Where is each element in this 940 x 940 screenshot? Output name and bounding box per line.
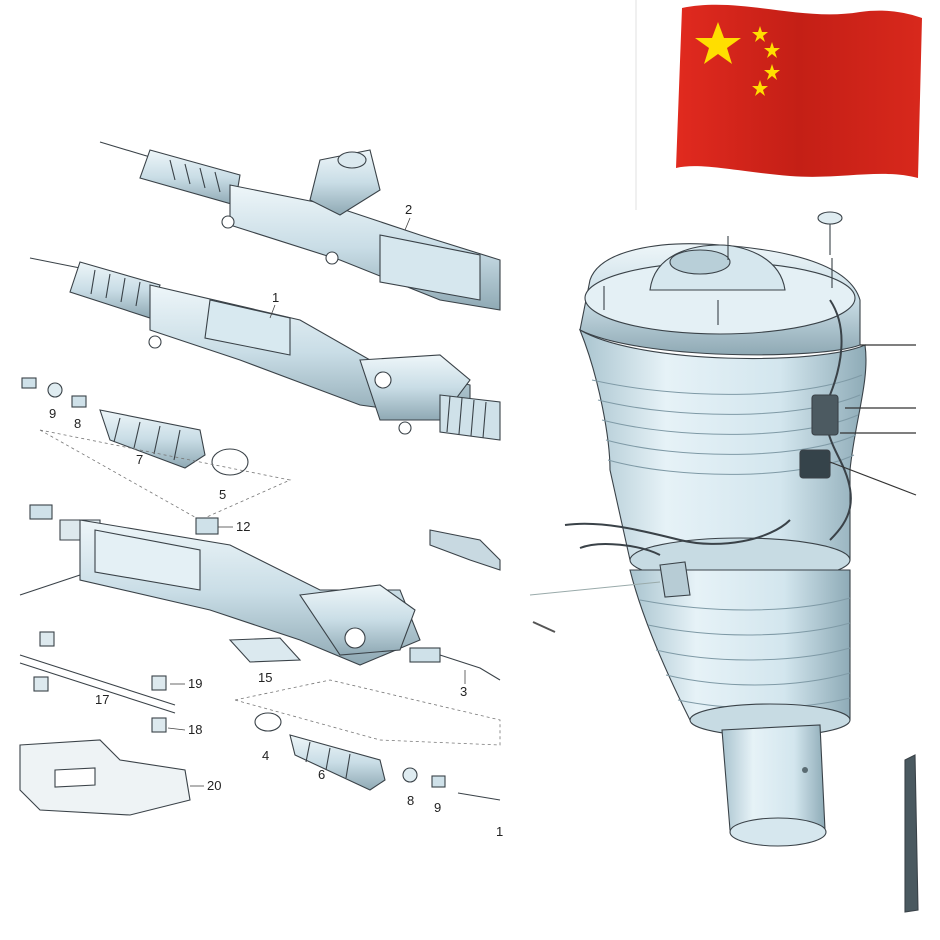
callout-9-upper: 9 — [49, 406, 56, 421]
callout-6: 6 — [318, 767, 325, 782]
callout-15: 15 — [258, 670, 272, 685]
big-star-icon — [695, 22, 741, 64]
callout-2: 2 — [405, 202, 412, 217]
callout-8-upper: 8 — [74, 416, 81, 431]
callout-17: 17 — [95, 692, 109, 707]
steering-rack-upper — [99, 141, 501, 311]
callout-19: 19 — [188, 676, 202, 691]
callout-8-lower: 8 — [407, 793, 414, 808]
callout-1: 1 — [272, 290, 279, 305]
small-star-icon — [764, 64, 780, 80]
callout-20: 20 — [207, 778, 221, 793]
callout-18: 18 — [188, 722, 202, 737]
small-star-icon — [752, 80, 768, 96]
callout-labels: 2 1 9 8 7 5 12 19 17 18 15 3 4 6 20 8 9 … — [49, 202, 503, 839]
small-parts-upper — [21, 377, 292, 521]
china-flag — [635, 0, 922, 210]
callout-7: 7 — [136, 452, 143, 467]
callout-5: 5 — [219, 487, 226, 502]
callout-4: 4 — [262, 748, 269, 763]
flag-stars — [695, 22, 780, 96]
callout-3: 3 — [460, 684, 467, 699]
small-star-icon — [764, 42, 780, 58]
callout-9-lower: 9 — [434, 800, 441, 815]
callout-1-lower: 1 — [496, 824, 503, 839]
bracket-parts — [19, 631, 501, 816]
flag-field — [676, 4, 922, 179]
steering-rack-diagram: 2 1 9 8 7 5 12 19 17 18 15 3 4 6 20 8 9 … — [19, 141, 503, 839]
steering-rack-lower — [29, 257, 501, 441]
callout-12: 12 — [236, 519, 250, 534]
connector-upper — [811, 394, 839, 436]
small-star-icon — [752, 26, 768, 42]
connector-lower — [799, 449, 831, 479]
air-suspension-strut — [529, 211, 919, 913]
steering-rack-third — [19, 504, 501, 681]
